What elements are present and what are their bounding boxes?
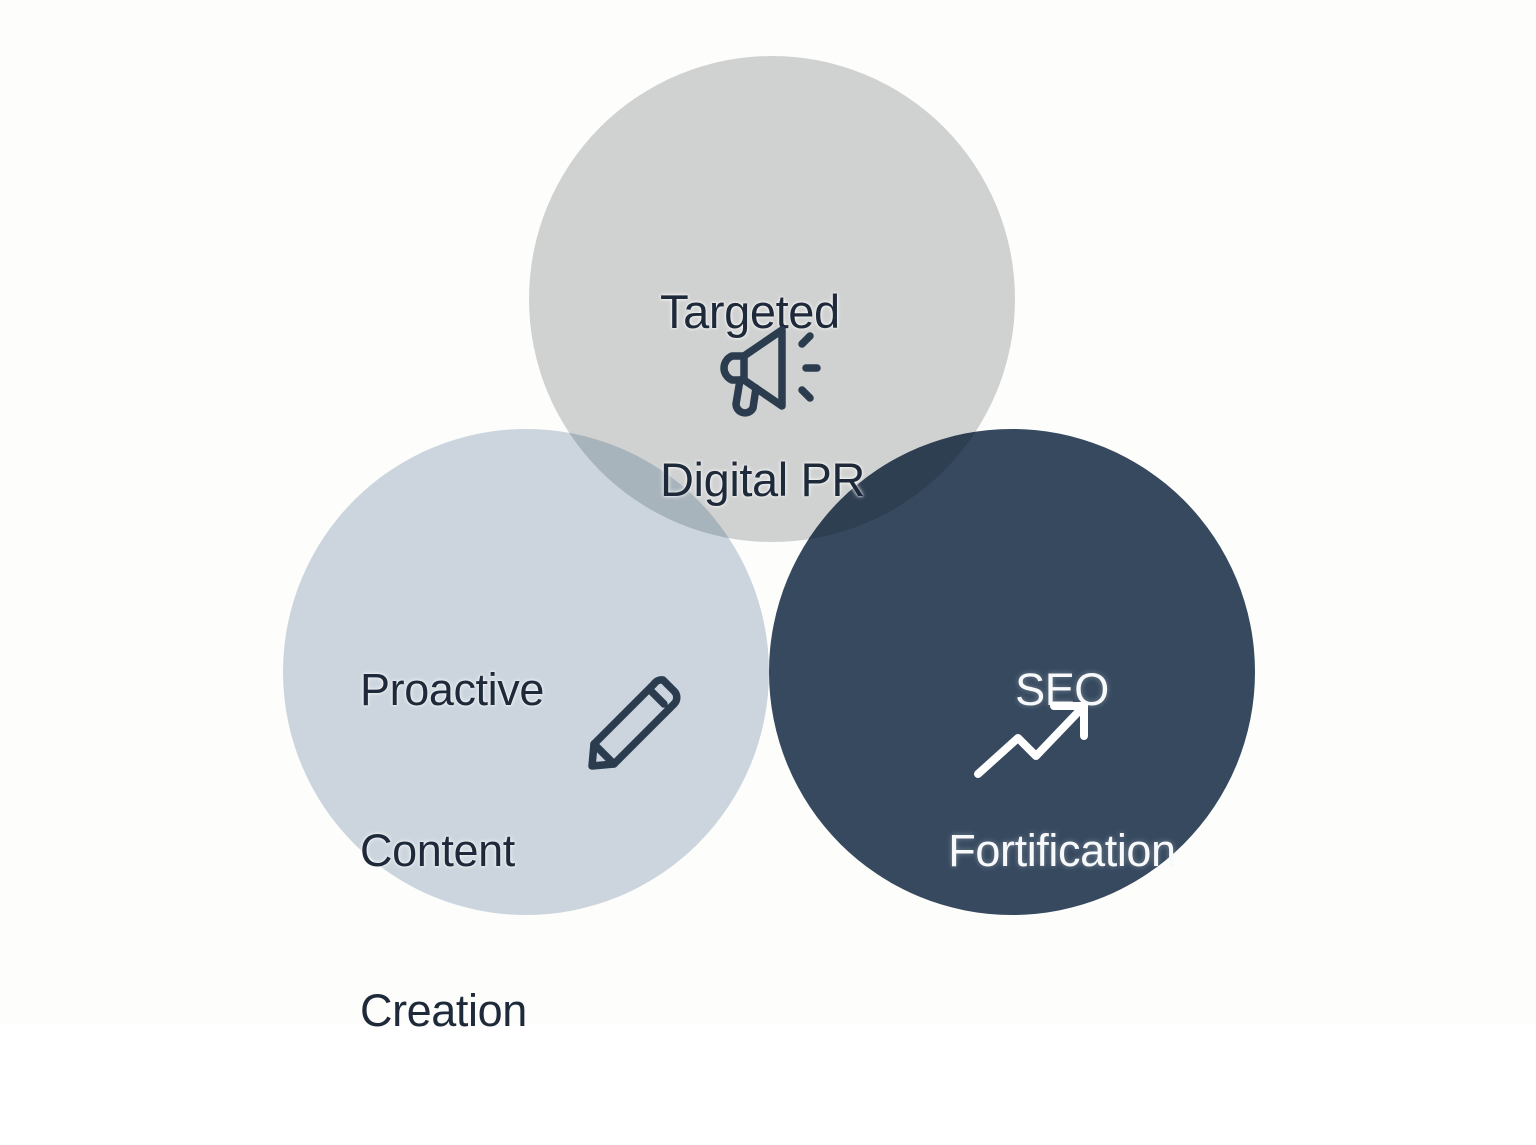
circle-seo-fortification[interactable] <box>769 429 1255 915</box>
venn-circles-graphic <box>283 56 1255 915</box>
circle-proactive-content-creation[interactable] <box>283 429 769 915</box>
circle-targeted-digital-pr[interactable] <box>529 56 1015 542</box>
venn-diagram: Targeted Digital PR Proactive Content Cr… <box>283 56 1255 1037</box>
